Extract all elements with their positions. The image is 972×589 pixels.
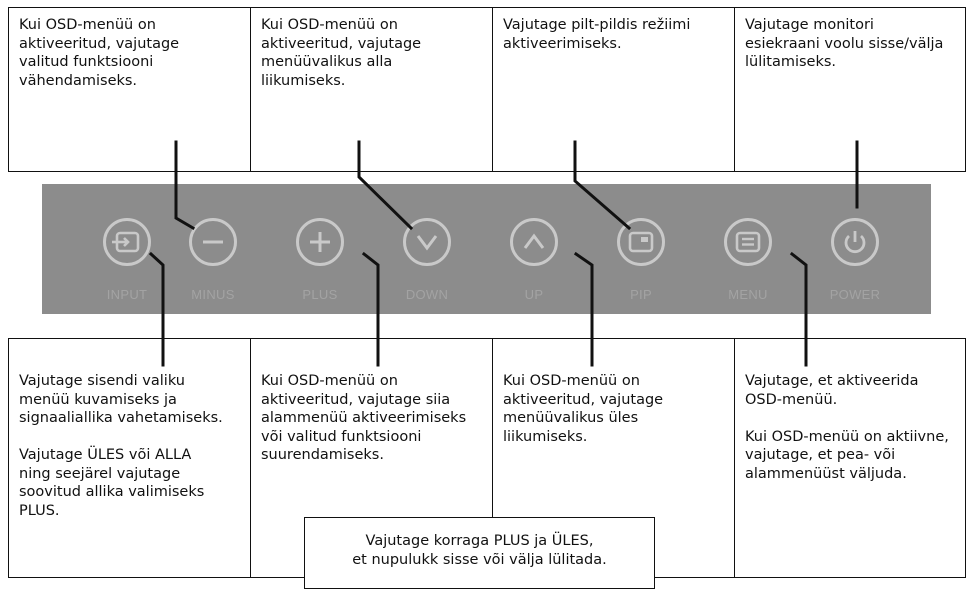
leader-minus xyxy=(174,140,196,231)
bottom-box-menu xyxy=(734,338,966,578)
bottom-box-input xyxy=(8,338,251,578)
bottom-text-input: Vajutage sisendi valiku menüü kuvamiseks… xyxy=(19,373,223,519)
chevron-down-icon xyxy=(416,235,438,251)
lock-note-text: Vajutage korraga PLUS ja ÜLES, et nupulu… xyxy=(352,533,607,568)
power-label: POWER xyxy=(829,287,881,302)
top-box-down xyxy=(250,7,493,172)
menu-label: MENU xyxy=(728,287,768,302)
button-lock-note: Vajutage korraga PLUS ja ÜLES, et nupulu… xyxy=(304,517,655,589)
down-button[interactable] xyxy=(403,218,451,266)
chevron-up-icon xyxy=(523,233,545,249)
input-button[interactable] xyxy=(103,218,151,266)
top-box-minus xyxy=(8,7,251,172)
pip-button[interactable] xyxy=(617,218,665,266)
up-button[interactable] xyxy=(510,218,558,266)
top-text-power: Vajutage monitori esiekraani voolu sisse… xyxy=(745,17,944,70)
input-label: INPUT xyxy=(106,287,148,302)
top-text-pip: Vajutage pilt-pildis režiimi aktiveerimi… xyxy=(503,17,691,52)
plus-button[interactable] xyxy=(296,218,344,266)
minus-button[interactable] xyxy=(189,218,237,266)
bottom-text-plus: Kui OSD-menüü on aktiveeritud, vajutage … xyxy=(261,373,467,463)
top-text-down: Kui OSD-menüü on aktiveeritud, vajutage … xyxy=(261,17,422,89)
menu-button[interactable] xyxy=(724,218,772,266)
pip-label: PIP xyxy=(630,287,652,302)
input-icon xyxy=(112,231,140,253)
leader-menu xyxy=(789,251,808,367)
plus-label: PLUS xyxy=(302,287,338,302)
bottom-text-menu: Vajutage, et aktiveerida OSD-menüü. Kui … xyxy=(745,373,949,482)
bottom-text-up: Kui OSD-menüü on aktiveeritud, vajutage … xyxy=(503,373,664,445)
plus-icon xyxy=(310,232,330,252)
pip-icon xyxy=(628,231,654,253)
down-label: DOWN xyxy=(405,287,449,302)
leader-pip xyxy=(573,140,632,231)
power-button[interactable] xyxy=(831,218,879,266)
top-box-power xyxy=(734,7,966,172)
power-icon xyxy=(844,231,866,254)
menu-icon xyxy=(735,231,761,253)
leader-up xyxy=(573,251,594,367)
leader-down xyxy=(357,140,414,231)
up-label: UP xyxy=(524,287,544,302)
minus-label: MINUS xyxy=(191,287,235,302)
leader-input xyxy=(148,251,165,367)
top-text-minus: Kui OSD-menüü on aktiveeritud, vajutage … xyxy=(19,17,180,89)
minus-icon xyxy=(203,240,223,244)
leader-plus xyxy=(361,251,380,367)
top-box-pip xyxy=(492,7,735,172)
